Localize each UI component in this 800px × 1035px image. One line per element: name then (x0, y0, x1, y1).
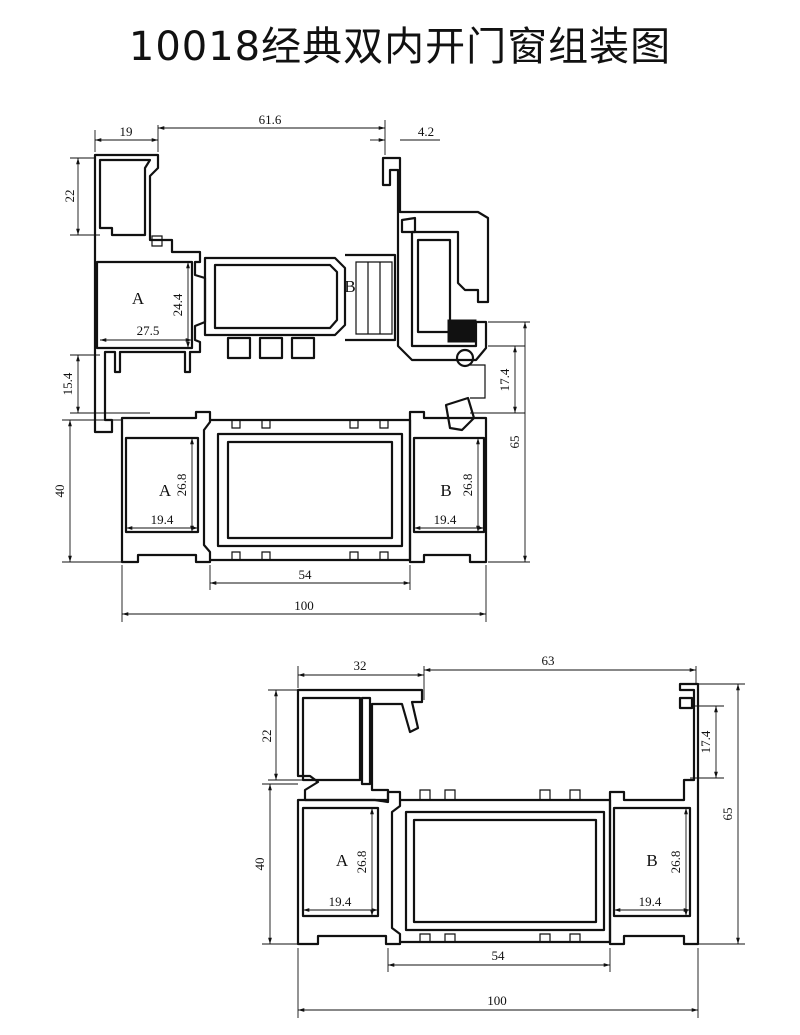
dim-22: 22 (62, 190, 77, 203)
frame-profile (120, 410, 488, 564)
dim-26-8-b-bottom: 26.8 (668, 851, 683, 874)
dim-65: 65 (507, 436, 522, 449)
dim-54: 54 (299, 567, 313, 582)
dim-27-5: 27.5 (137, 323, 160, 338)
dim-61-6: 61.6 (259, 112, 282, 127)
sash-profile (93, 153, 207, 434)
dim-54-bottom: 54 (492, 948, 506, 963)
bottom-frame-profile (296, 682, 700, 946)
dim-26-8-b: 26.8 (460, 474, 475, 497)
dim-19-4-b-bottom: 19.4 (639, 894, 662, 909)
dim-63: 63 (542, 653, 555, 668)
dim-19: 19 (120, 124, 133, 139)
frame-label-a: A (159, 481, 172, 500)
bottom-sash-profile (296, 688, 424, 804)
page-title: 10018经典双内开门窗组装图 (128, 24, 672, 70)
frame-label-b: B (440, 481, 451, 500)
bottom-frame-label-b: B (646, 851, 657, 870)
dim-40: 40 (52, 485, 67, 498)
dim-100-bottom: 100 (487, 993, 507, 1008)
dim-24-4: 24.4 (170, 293, 185, 316)
right-sash-with-gasket (381, 156, 490, 432)
dim-65-bottom: 65 (720, 808, 735, 821)
dim-32: 32 (354, 658, 367, 673)
dim-40-bottom: 40 (252, 858, 267, 871)
sash-label-b: B (344, 277, 355, 296)
dim-26-8-a-bottom: 26.8 (354, 851, 369, 874)
bottom-dimension-lines (262, 666, 745, 1018)
top-dimension-lines (62, 120, 530, 622)
dim-26-8-a: 26.8 (174, 474, 189, 497)
dim-19-4-a: 19.4 (151, 512, 174, 527)
dim-100: 100 (294, 598, 314, 613)
dim-19-4-b: 19.4 (434, 512, 457, 527)
dim-22-bottom: 22 (259, 730, 274, 743)
dim-4-2: 4.2 (418, 124, 434, 139)
sash-label-a: A (132, 289, 145, 308)
dim-17-4-bottom: 17.4 (698, 730, 713, 753)
dim-17-4: 17.4 (497, 368, 512, 391)
dim-15-4: 15.4 (60, 372, 75, 395)
dim-19-4-a-bottom: 19.4 (329, 894, 352, 909)
bottom-frame-label-a: A (336, 851, 349, 870)
bottom-assembly-drawing: 32 63 22 17.4 65 40 26.8 26.8 19.4 19.4 … (252, 653, 745, 1018)
top-assembly-drawing: 19 61.6 4.2 22 24.4 27.5 15.4 17.4 65 40… (52, 112, 530, 622)
sash-thermal-chamber (203, 253, 397, 360)
